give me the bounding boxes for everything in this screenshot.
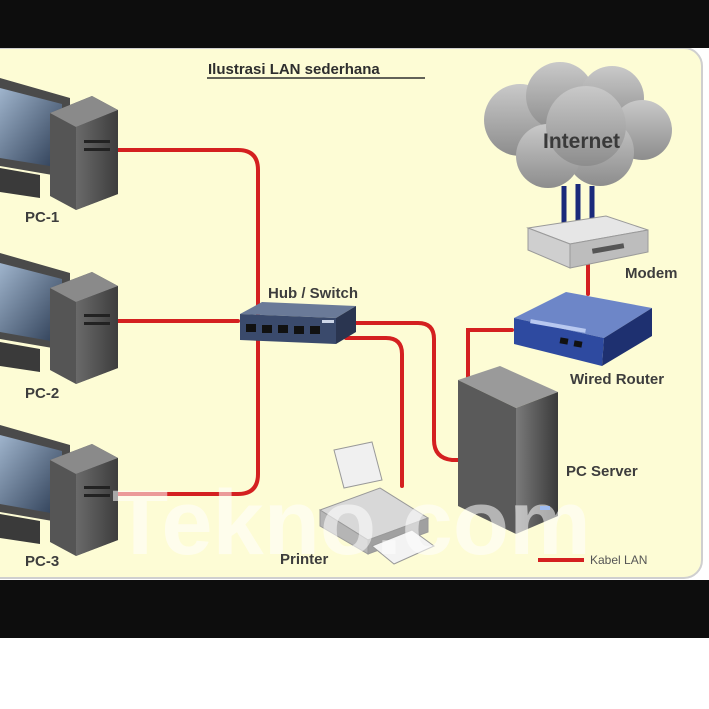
diagram-title: Ilustrasi LAN sederhana: [208, 61, 380, 78]
cable-hub-printer: [344, 336, 404, 488]
lan-diagram: Ilustrasi LAN sederhana PC-1 PC-2: [0, 48, 703, 579]
cable-pc3-hub: [116, 338, 260, 496]
pc-server-icon: [458, 366, 558, 534]
pc-server-label: PC Server: [566, 463, 638, 480]
modem-icon: [526, 215, 649, 269]
hub-switch-label: Hub / Switch: [268, 285, 358, 302]
internet-label: Internet: [543, 130, 620, 153]
wired-router-icon: [514, 292, 652, 366]
cable-pc1-hub: [116, 148, 260, 322]
pc-3-icon: [0, 425, 118, 556]
pc-1-label: PC-1: [25, 209, 59, 226]
pc-1-icon: [0, 78, 118, 210]
pc-2-label: PC-2: [25, 385, 59, 402]
legend-cable-label: Kabel LAN: [590, 553, 647, 567]
pc-3-label: PC-3: [25, 553, 59, 570]
pc-2-icon: [0, 253, 118, 384]
watermark-text: Tekno.com: [112, 472, 591, 574]
printer-label: Printer: [280, 551, 329, 568]
diagram-panel: Ilustrasi LAN sederhana PC-1 PC-2: [0, 48, 709, 580]
printer-icon: [318, 441, 435, 565]
wired-router-label: Wired Router: [570, 371, 664, 388]
lan-cables: [116, 148, 590, 496]
cable-hub-server: [354, 321, 462, 462]
top-black-band: [0, 0, 709, 48]
cable-server-router: [466, 328, 514, 380]
modem-label: Modem: [625, 265, 678, 282]
hub-switch-icon: [240, 302, 356, 344]
internet-cloud-icon: [484, 62, 672, 188]
bottom-black-band: [0, 580, 709, 638]
